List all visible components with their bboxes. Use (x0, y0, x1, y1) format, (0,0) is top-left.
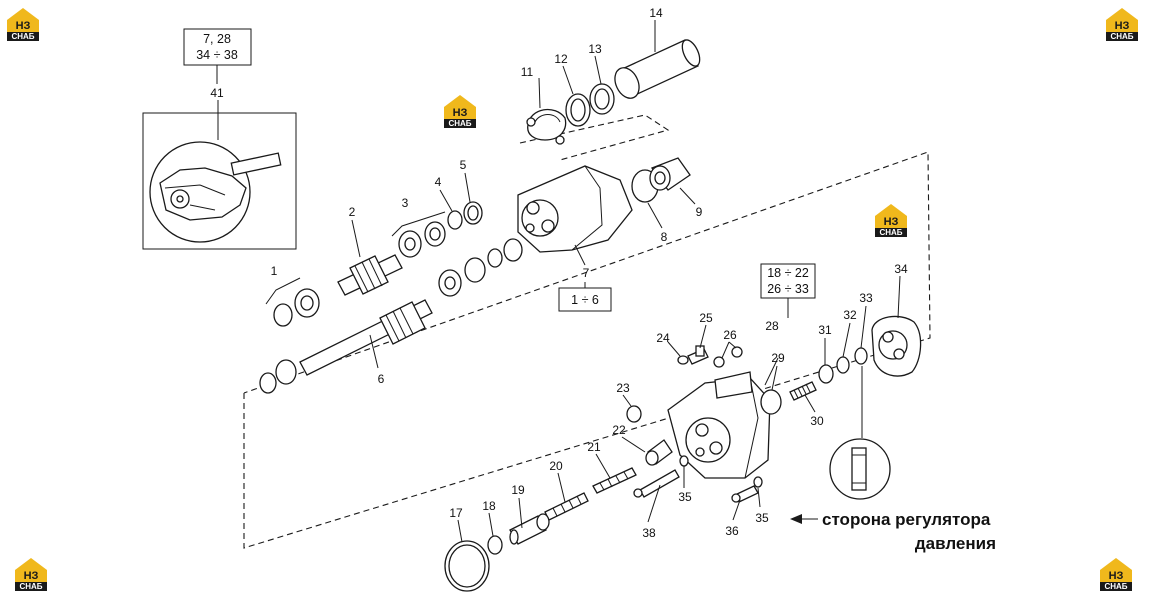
label-7: 7 (583, 266, 590, 280)
part-labels: 1 2 3 4 5 6 7 8 9 11 12 13 14 17 18 19 2… (210, 6, 908, 540)
svg-text:НЗ: НЗ (1109, 570, 1124, 582)
label-30: 30 (810, 414, 824, 428)
tube-14 (614, 39, 701, 99)
note-line1: сторона регулятора (822, 510, 991, 529)
label-33: 33 (859, 291, 873, 305)
svg-text:НЗ: НЗ (1115, 20, 1130, 32)
svg-text:СНАБ: СНАБ (1104, 582, 1127, 591)
label-3: 3 (402, 196, 409, 210)
label-34: 34 (894, 262, 908, 276)
box-41-line2: 34 ÷ 38 (196, 48, 238, 62)
gear-shaft-2 (337, 254, 403, 296)
label-1: 1 (271, 264, 278, 278)
svg-text:СНАБ: СНАБ (448, 119, 471, 128)
label-29: 29 (771, 351, 785, 365)
watermark-logo-top-left: НЗ СНАБ (7, 8, 39, 41)
ring-4 (447, 210, 463, 230)
housing-7 (517, 165, 633, 253)
svg-text:СНАБ: СНАБ (879, 228, 902, 237)
label-35-a: 35 (678, 490, 692, 504)
label-18: 18 (482, 499, 496, 513)
plugs-26 (713, 346, 743, 368)
watermark-logo-bottom-right: НЗ СНАБ (1100, 558, 1132, 591)
spool-29 (760, 389, 782, 415)
box-28-line2: 26 ÷ 33 (767, 282, 809, 296)
svg-text:НЗ: НЗ (24, 570, 39, 582)
label-36: 36 (725, 524, 739, 538)
svg-text:НЗ: НЗ (884, 216, 899, 228)
bolt-25 (687, 345, 709, 365)
label-41: 41 (210, 86, 224, 100)
watermark-logo-right: НЗ СНАБ (875, 204, 907, 237)
arrow-left-icon (790, 514, 802, 524)
label-9: 9 (696, 205, 703, 219)
label-14: 14 (649, 6, 663, 20)
oring-18 (487, 535, 503, 555)
label-17: 17 (449, 506, 463, 520)
svg-text:СНАБ: СНАБ (1110, 32, 1133, 41)
box-7-line1: 1 ÷ 6 (571, 293, 599, 307)
label-28: 28 (765, 319, 779, 333)
label-35-b: 35 (755, 511, 769, 525)
label-12: 12 (554, 52, 568, 66)
label-23: 23 (616, 381, 630, 395)
detail-pump-drawing (159, 152, 282, 221)
plug-19 (509, 513, 550, 545)
oring-23 (626, 405, 642, 423)
detail-frame-41 (142, 112, 297, 250)
washer-35-b (753, 476, 763, 488)
svg-text:НЗ: НЗ (453, 107, 468, 119)
bearings-lower (438, 238, 523, 297)
label-11: 11 (521, 65, 534, 79)
washer-35-a (679, 455, 689, 467)
note-line2: давления (915, 534, 996, 553)
label-8: 8 (661, 230, 668, 244)
washer-24 (677, 355, 689, 365)
label-20: 20 (549, 459, 563, 473)
label-19: 19 (511, 483, 525, 497)
box-28-line1: 18 ÷ 22 (767, 266, 809, 280)
bearings-1 (273, 288, 320, 327)
spool-22 (645, 439, 673, 466)
spring-30 (789, 381, 817, 401)
dashed-outline-main (243, 151, 931, 549)
label-31: 31 (818, 323, 832, 337)
label-13: 13 (588, 42, 602, 56)
label-24: 24 (656, 331, 670, 345)
ring-31 (818, 364, 834, 384)
ring-32 (836, 356, 850, 374)
label-38: 38 (642, 526, 656, 540)
spool-21 (592, 467, 637, 494)
bearings-3 (398, 221, 446, 258)
bolt-38 (633, 469, 680, 498)
box-41-line1: 7, 28 (203, 32, 231, 46)
label-26: 26 (723, 328, 737, 342)
bolt-36 (731, 485, 759, 503)
label-2: 2 (349, 205, 356, 219)
svg-text:НЗ: НЗ (16, 20, 31, 32)
clamp-11 (526, 108, 567, 145)
watermark-logo-top-right: НЗ СНАБ (1106, 8, 1138, 41)
svg-text:СНАБ: СНАБ (11, 32, 34, 41)
leader-lines (351, 20, 901, 543)
label-4: 4 (435, 175, 442, 189)
pressure-regulator-side-note: сторона регулятора давления (790, 510, 996, 553)
spring-20 (544, 492, 589, 521)
label-32: 32 (843, 308, 857, 322)
label-21: 21 (587, 440, 601, 454)
ring-33 (854, 347, 868, 365)
dashed-outline-upper (519, 114, 670, 161)
watermark-logo-center: НЗ СНАБ (444, 95, 476, 128)
label-25: 25 (699, 311, 713, 325)
label-6: 6 (378, 372, 385, 386)
regulator-housing-28 (667, 371, 771, 479)
label-22: 22 (612, 423, 626, 437)
fitting-9 (649, 157, 691, 191)
drive-shaft-6 (259, 299, 433, 394)
svg-text:СНАБ: СНАБ (19, 582, 42, 591)
cover-34 (871, 315, 922, 377)
watermark-logo-bottom-left: НЗ СНАБ (15, 558, 47, 591)
label-5: 5 (460, 158, 467, 172)
